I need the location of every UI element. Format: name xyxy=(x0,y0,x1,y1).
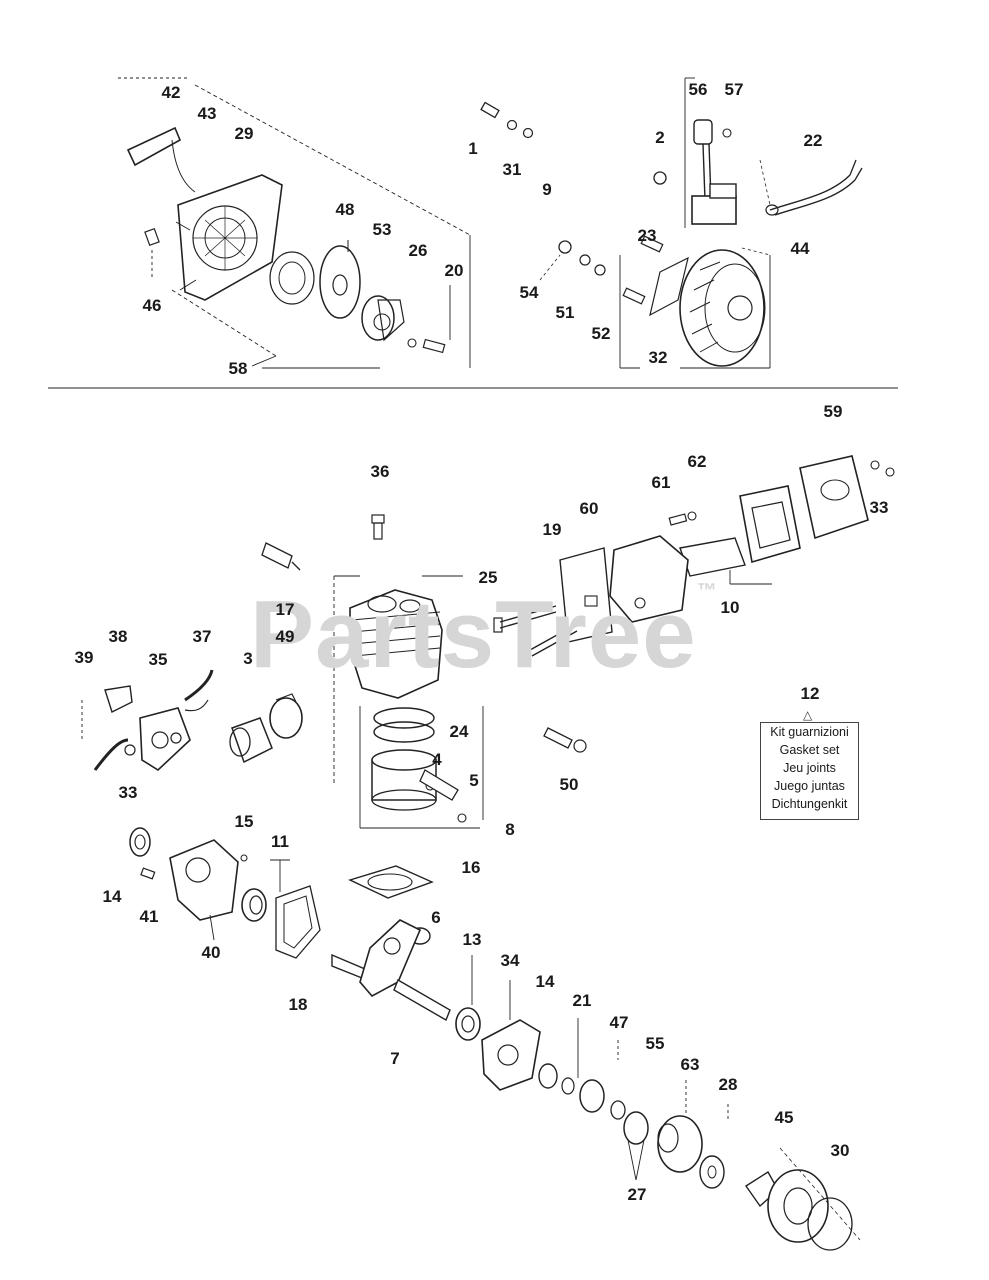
kit-line-spanish: Juego juntas xyxy=(774,779,845,793)
ignition-assembly-drawing xyxy=(539,77,863,369)
callout-33-top[interactable]: 33 xyxy=(869,498,889,517)
callout-59[interactable]: 59 xyxy=(823,402,843,421)
callout-44[interactable]: 44 xyxy=(790,239,810,258)
callout-3[interactable]: 3 xyxy=(243,649,253,668)
callout-46[interactable]: 46 xyxy=(142,296,162,315)
callout-18[interactable]: 18 xyxy=(288,995,308,1014)
callout-12[interactable]: 12 xyxy=(800,684,820,703)
callout-4[interactable]: 4 xyxy=(432,750,442,769)
callout-63[interactable]: 63 xyxy=(680,1055,700,1074)
callout-36[interactable]: 36 xyxy=(370,462,390,481)
screw-set-drawing xyxy=(480,101,534,139)
callout-10[interactable]: 10 xyxy=(720,598,740,617)
callout-62[interactable]: 62 xyxy=(687,452,707,471)
callout-45[interactable]: 45 xyxy=(774,1108,794,1127)
callout-47[interactable]: 47 xyxy=(609,1013,629,1032)
cylinder-assembly-drawing xyxy=(261,514,587,829)
kit-line-french: Jeu joints xyxy=(783,761,836,775)
callout-23[interactable]: 23 xyxy=(637,226,657,245)
callout-5[interactable]: 5 xyxy=(469,771,479,790)
callout-1[interactable]: 1 xyxy=(468,139,478,158)
callout-29[interactable]: 29 xyxy=(234,124,254,143)
callout-30[interactable]: 30 xyxy=(830,1141,850,1160)
callout-33-left[interactable]: 33 xyxy=(118,783,138,802)
callout-13[interactable]: 13 xyxy=(462,930,482,949)
callout-14-left[interactable]: 14 xyxy=(102,887,122,906)
callout-34[interactable]: 34 xyxy=(500,951,520,970)
carburetor-assembly-drawing xyxy=(81,669,303,772)
callout-54[interactable]: 54 xyxy=(519,283,539,302)
kit-box-pointer: △ xyxy=(803,708,813,722)
callout-28[interactable]: 28 xyxy=(718,1075,738,1094)
air-filter-assembly-drawing xyxy=(493,455,895,661)
kit-line-english: Gasket set xyxy=(779,743,840,757)
callout-57[interactable]: 57 xyxy=(724,80,744,99)
starter-assembly-drawing xyxy=(118,77,471,369)
callout-55[interactable]: 55 xyxy=(645,1034,665,1053)
gasket-kit-box: Kit guarnizioni Gasket set Jeu joints Ju… xyxy=(760,722,859,820)
callout-27[interactable]: 27 xyxy=(627,1185,647,1204)
callout-52[interactable]: 52 xyxy=(591,324,611,343)
callout-17[interactable]: 17 xyxy=(275,600,295,619)
kit-line-italian: Kit guarnizioni xyxy=(770,725,849,739)
callout-37[interactable]: 37 xyxy=(192,627,212,646)
callout-26[interactable]: 26 xyxy=(408,241,428,260)
callout-53[interactable]: 53 xyxy=(372,220,392,239)
kit-line-german: Dichtungenkit xyxy=(771,797,848,811)
callout-9[interactable]: 9 xyxy=(542,180,552,199)
callout-41[interactable]: 41 xyxy=(139,907,159,926)
callout-22[interactable]: 22 xyxy=(803,131,823,150)
callout-50[interactable]: 50 xyxy=(559,775,579,794)
callout-32[interactable]: 32 xyxy=(648,348,668,367)
callout-51[interactable]: 51 xyxy=(555,303,575,322)
callout-11[interactable]: 11 xyxy=(271,832,289,851)
callout-35[interactable]: 35 xyxy=(148,650,168,669)
callout-25[interactable]: 25 xyxy=(478,568,498,587)
callout-15[interactable]: 15 xyxy=(234,812,254,831)
callout-8[interactable]: 8 xyxy=(505,820,515,839)
callout-24[interactable]: 24 xyxy=(449,722,469,741)
callout-20[interactable]: 20 xyxy=(444,261,464,280)
callout-48[interactable]: 48 xyxy=(335,200,355,219)
callout-16[interactable]: 16 xyxy=(461,858,481,877)
callout-6[interactable]: 6 xyxy=(431,908,441,927)
callout-39[interactable]: 39 xyxy=(74,648,94,667)
crankcase-assembly-drawing xyxy=(129,827,861,1251)
callout-56[interactable]: 56 xyxy=(688,80,708,99)
callout-31[interactable]: 31 xyxy=(502,160,522,179)
callout-40[interactable]: 40 xyxy=(201,943,221,962)
callout-42[interactable]: 42 xyxy=(161,83,181,102)
callout-7[interactable]: 7 xyxy=(390,1049,400,1068)
callout-60[interactable]: 60 xyxy=(579,499,599,518)
callout-58[interactable]: 58 xyxy=(228,359,248,378)
callout-38[interactable]: 38 xyxy=(108,627,128,646)
callout-61[interactable]: 61 xyxy=(651,473,671,492)
callout-49[interactable]: 49 xyxy=(275,627,295,646)
callout-43[interactable]: 43 xyxy=(197,104,217,123)
callout-19[interactable]: 19 xyxy=(542,520,562,539)
callout-21[interactable]: 21 xyxy=(572,991,592,1010)
callout-14-right[interactable]: 14 xyxy=(535,972,555,991)
callout-2[interactable]: 2 xyxy=(655,128,665,147)
